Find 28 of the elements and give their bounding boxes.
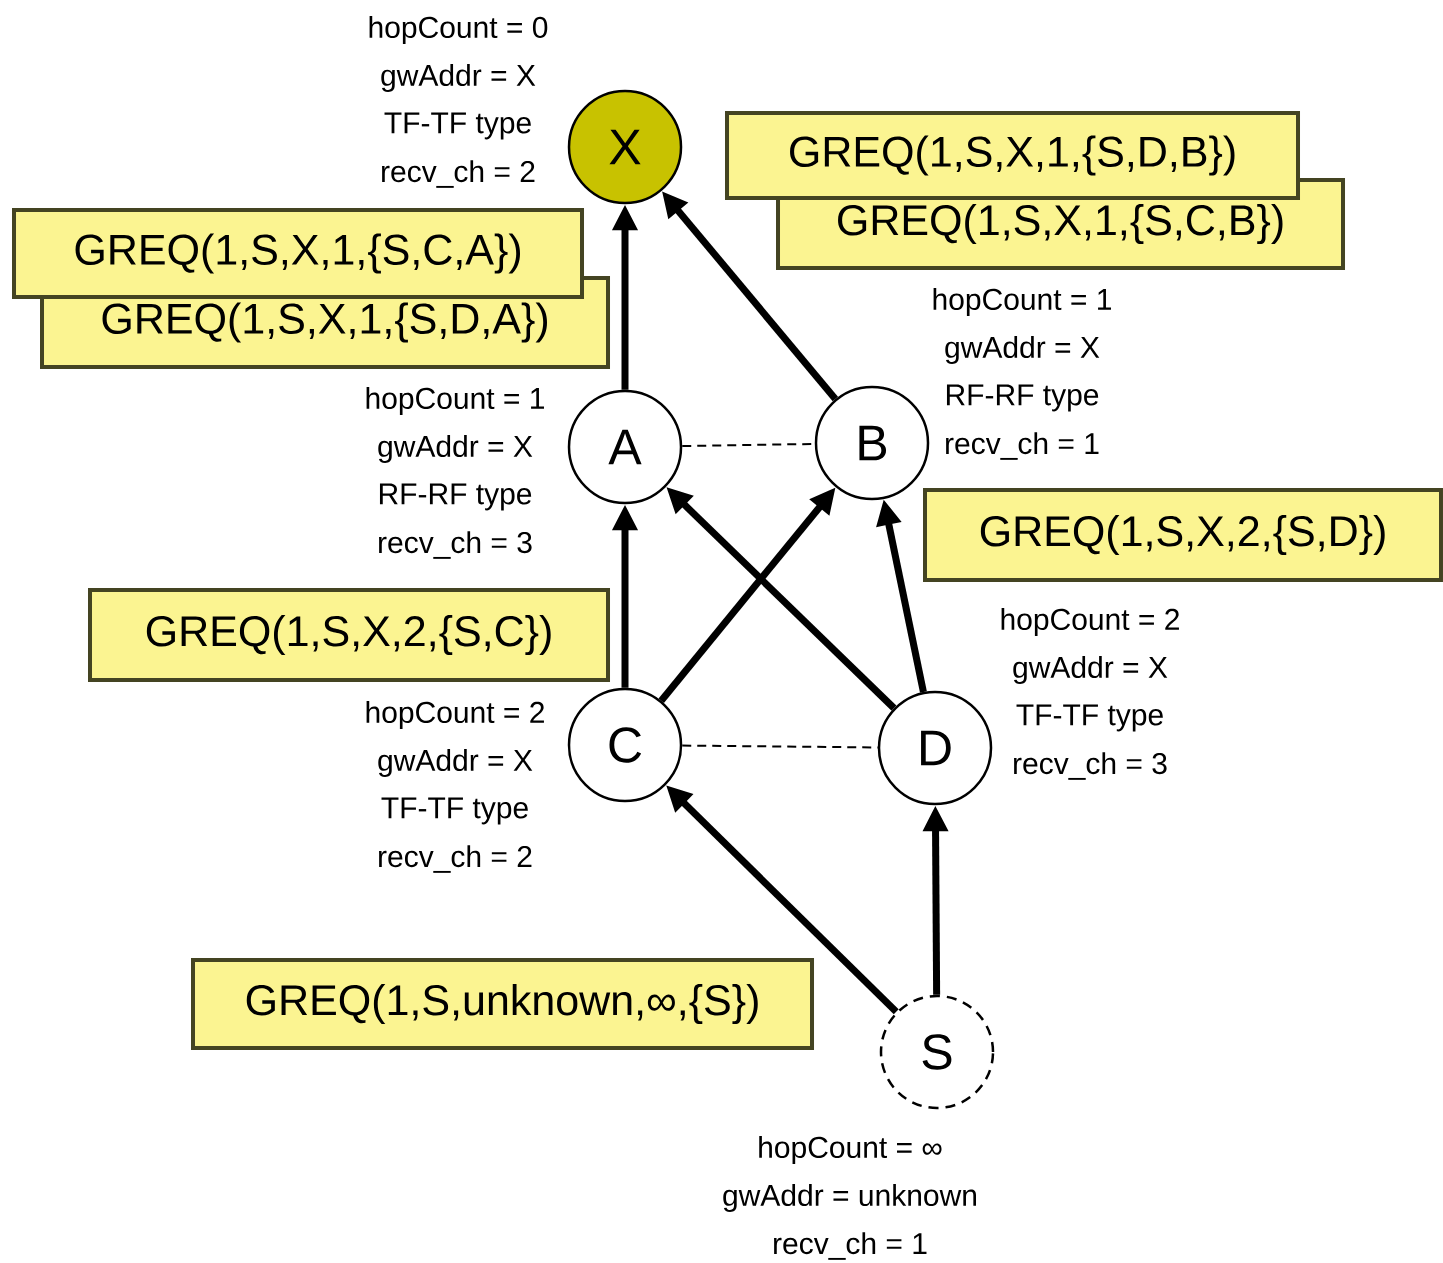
info-text: RF-RF type — [946, 384, 1099, 412]
info-text: gwAddr = X — [945, 336, 1100, 364]
message-box: GREQ(1,S,X,1,{S,C,A}) — [12, 208, 584, 299]
message-box: GREQ(1,S,X,2,{S,D}) — [923, 488, 1443, 582]
message-box: GREQ(1,S,X,1,{S,D,B}) — [725, 111, 1300, 200]
info-text: recv_ch = 1 — [946, 432, 1099, 460]
info-text: gwAddr = X — [381, 64, 536, 92]
info-text: hopCount = 1 — [933, 288, 1111, 316]
info-text: recv_ch = 2 — [379, 845, 532, 873]
info-text: RF-RF type — [379, 483, 532, 511]
info-text: hopCount = 1 — [366, 387, 544, 415]
info-text: gwAddr = X — [378, 749, 533, 777]
info-text: hopCount = 0 — [369, 16, 548, 44]
info-text: TF-TF type — [384, 112, 531, 140]
info-text: recv_ch = 1 — [774, 1232, 927, 1260]
info-text: hopCount = 2 — [1001, 608, 1179, 636]
message-box: GREQ(1,S,X,2,{S,C}) — [88, 588, 610, 682]
info-text: TF-TF type — [1016, 704, 1163, 732]
info-text: recv_ch = 3 — [379, 531, 532, 559]
info-text: gwAddr = X — [1013, 656, 1168, 684]
message-box: GREQ(1,S,unknown,∞,{S}) — [191, 958, 814, 1050]
info-text: gwAddr = X — [378, 435, 533, 463]
info-text: hopCount = ∞ — [759, 1136, 942, 1164]
info-text: hopCount = 2 — [366, 701, 544, 729]
info-text: recv_ch = 2 — [382, 160, 535, 188]
info-text: recv_ch = 3 — [1014, 752, 1167, 780]
info-text: gwAddr = unknown — [723, 1184, 976, 1212]
info-text: TF-TF type — [381, 797, 528, 825]
